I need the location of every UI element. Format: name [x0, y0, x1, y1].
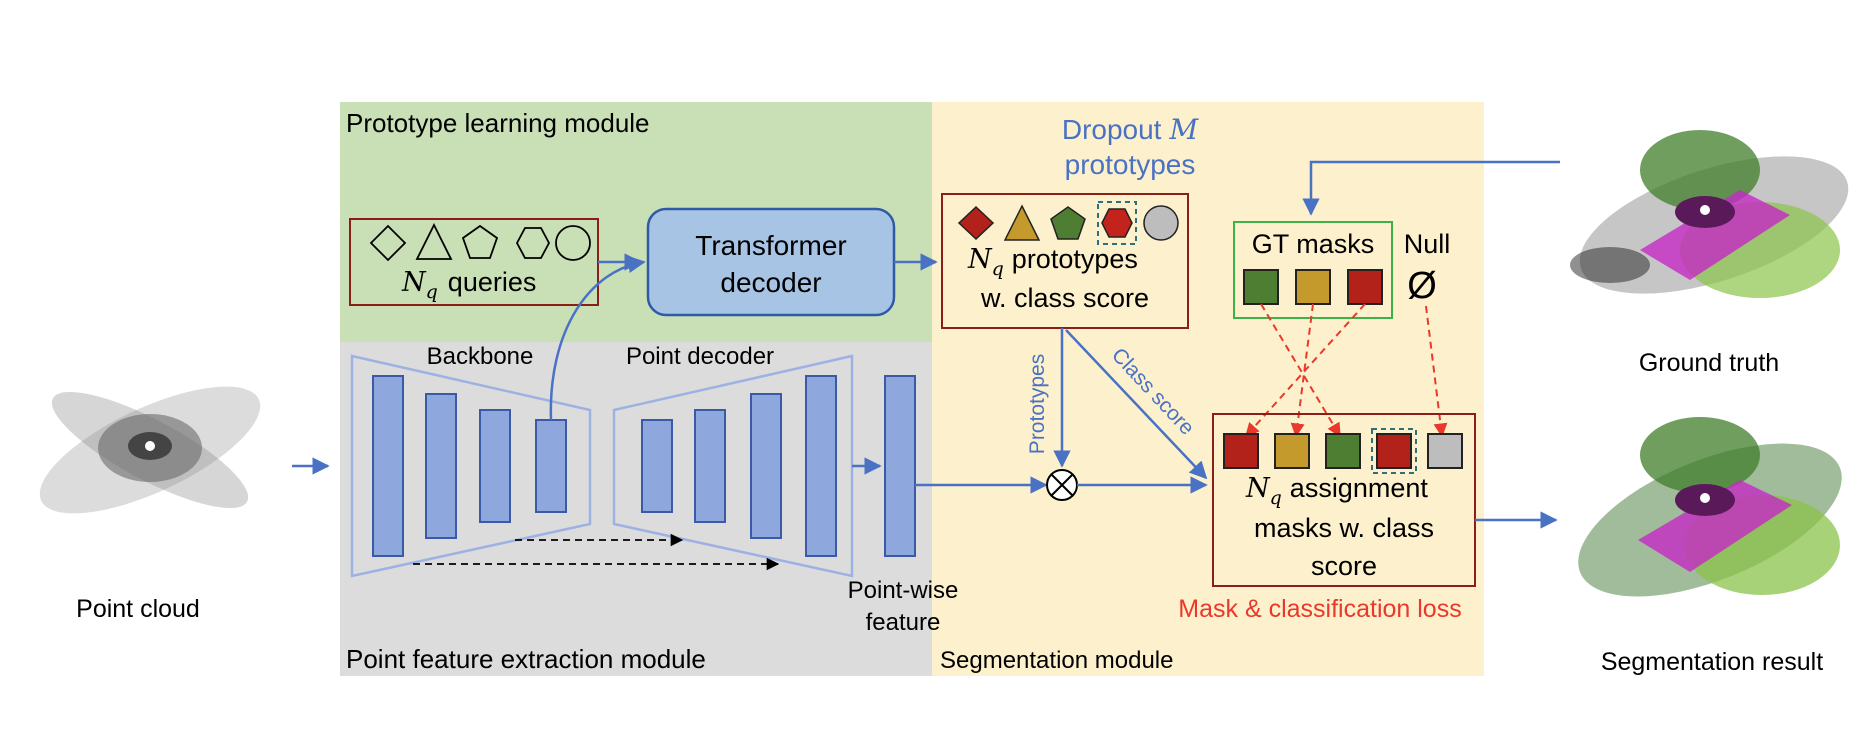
- segmentation-result-label: Segmentation result: [1601, 648, 1823, 676]
- pointwise-label-line2: feature: [866, 609, 941, 636]
- pentagon-icon: [1050, 206, 1086, 240]
- query-shapes: [369, 222, 591, 262]
- ground-truth-label: Ground truth: [1639, 349, 1779, 377]
- circle-icon: [555, 225, 591, 261]
- hexagon-icon: [515, 227, 551, 259]
- class-score-arrow: [1065, 329, 1208, 480]
- prototypes-box: [941, 193, 1189, 329]
- segmentation-region: [932, 102, 1484, 676]
- null-symbol: Ø: [1407, 265, 1437, 307]
- assignment-squares: [1223, 433, 1463, 469]
- assignment-mask-dropped: [1376, 433, 1412, 469]
- prototype-shapes: [957, 201, 1179, 245]
- backbone-trapezoid: [350, 354, 592, 578]
- loss-label: Mask & classification loss: [1178, 595, 1461, 623]
- gt-mask-red: [1347, 269, 1383, 305]
- gt-masks-label: GT masks: [1252, 229, 1375, 259]
- gt-mask-green: [1243, 269, 1279, 305]
- triangle-icon: [1003, 204, 1041, 241]
- transformer-label-line2: decoder: [720, 267, 821, 298]
- diamond-icon: [369, 224, 407, 262]
- assignment-dropout-highlight: [1371, 428, 1417, 474]
- diamond-icon: [957, 205, 995, 241]
- decoder-layer: [750, 393, 782, 539]
- segmentation-result-image: [1578, 417, 1842, 597]
- backbone-layers: [372, 375, 567, 557]
- backbone-layer: [479, 409, 511, 523]
- pointwise-label-line1: Point-wise: [848, 577, 959, 604]
- assignment-mask-red: [1223, 433, 1259, 469]
- decoder-layer: [694, 409, 726, 523]
- point-decoder-label: Point decoder: [626, 343, 774, 370]
- assignment-mask-green: [1325, 433, 1361, 469]
- assignment-mask-null: [1427, 433, 1463, 469]
- null-label: Null: [1404, 229, 1451, 259]
- dropout-highlight-box: [1097, 201, 1137, 245]
- prototype-learning-title: Prototype learning module: [346, 108, 650, 138]
- point-decoder-trapezoid: [612, 354, 854, 578]
- backbone-layer: [372, 375, 404, 557]
- transformer-decoder-box: [646, 207, 896, 317]
- dropout-label-line2: prototypes: [1065, 149, 1196, 180]
- triangle-icon: [415, 222, 453, 260]
- backbone-to-transformer-arrow: [549, 255, 646, 421]
- assignment-mask-gold: [1274, 433, 1310, 469]
- point-feature-title: Point feature extraction module: [346, 644, 706, 674]
- gt-masks-box: [1233, 221, 1393, 319]
- ground-truth-image: [1570, 130, 1849, 298]
- multiply-circle-icon: [1046, 469, 1078, 501]
- gt-mask-squares: [1243, 269, 1383, 305]
- prototypes-arrow-label: Prototypes: [1026, 354, 1049, 454]
- decoder-layers: [641, 375, 837, 557]
- segmentation-title: Segmentation module: [940, 647, 1173, 674]
- decoder-layer: [641, 419, 673, 513]
- decoder-layer: [805, 375, 837, 557]
- assignment-line2: masks w. class: [1254, 513, 1434, 543]
- hexagon-icon: [1101, 208, 1133, 238]
- pentagon-icon: [461, 224, 499, 259]
- assignment-box: [1212, 413, 1476, 587]
- transformer-label-line1: Transformer: [695, 230, 846, 261]
- prototypes-box-line2: w. class score: [980, 283, 1149, 313]
- ground-truth-to-gt-masks-arrow: [1302, 160, 1560, 216]
- circle-icon: [1143, 205, 1179, 241]
- backbone-layer: [535, 419, 567, 513]
- gt-mask-gold: [1295, 269, 1331, 305]
- backbone-layer: [425, 393, 457, 539]
- point-cloud-label: Point cloud: [76, 595, 200, 623]
- point-cloud-image: [39, 386, 261, 514]
- backbone-label: Backbone: [427, 343, 534, 370]
- assignment-line3: score: [1311, 551, 1377, 581]
- pointwise-feature-bar: [884, 375, 916, 557]
